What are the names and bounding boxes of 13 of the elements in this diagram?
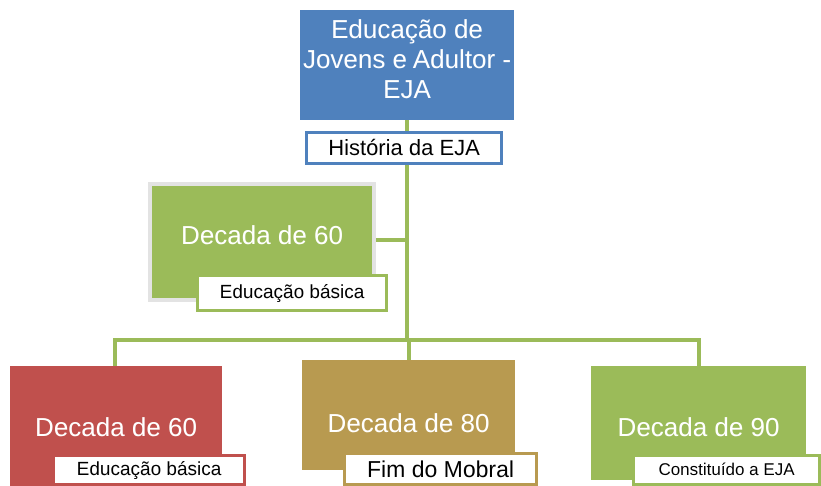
- description-box: Educação básica: [52, 454, 246, 486]
- description-box: Constituído a EJA: [632, 454, 821, 486]
- description-box: Fim do Mobral: [343, 452, 538, 486]
- connector-line: [405, 120, 409, 131]
- period-heading: Decada de 60: [180, 220, 344, 251]
- period-heading: Decada de 80: [326, 408, 490, 439]
- period-heading: Decada de 90: [616, 412, 780, 443]
- connector-line: [405, 165, 701, 366]
- title-text: Educação de Jovens e Adultor - EJA: [302, 14, 512, 104]
- title-box: [300, 10, 514, 120]
- description-box: Educação básica: [196, 274, 388, 312]
- period-heading: Decada de 60: [34, 412, 198, 443]
- subtitle-box: História da EJA: [305, 131, 503, 165]
